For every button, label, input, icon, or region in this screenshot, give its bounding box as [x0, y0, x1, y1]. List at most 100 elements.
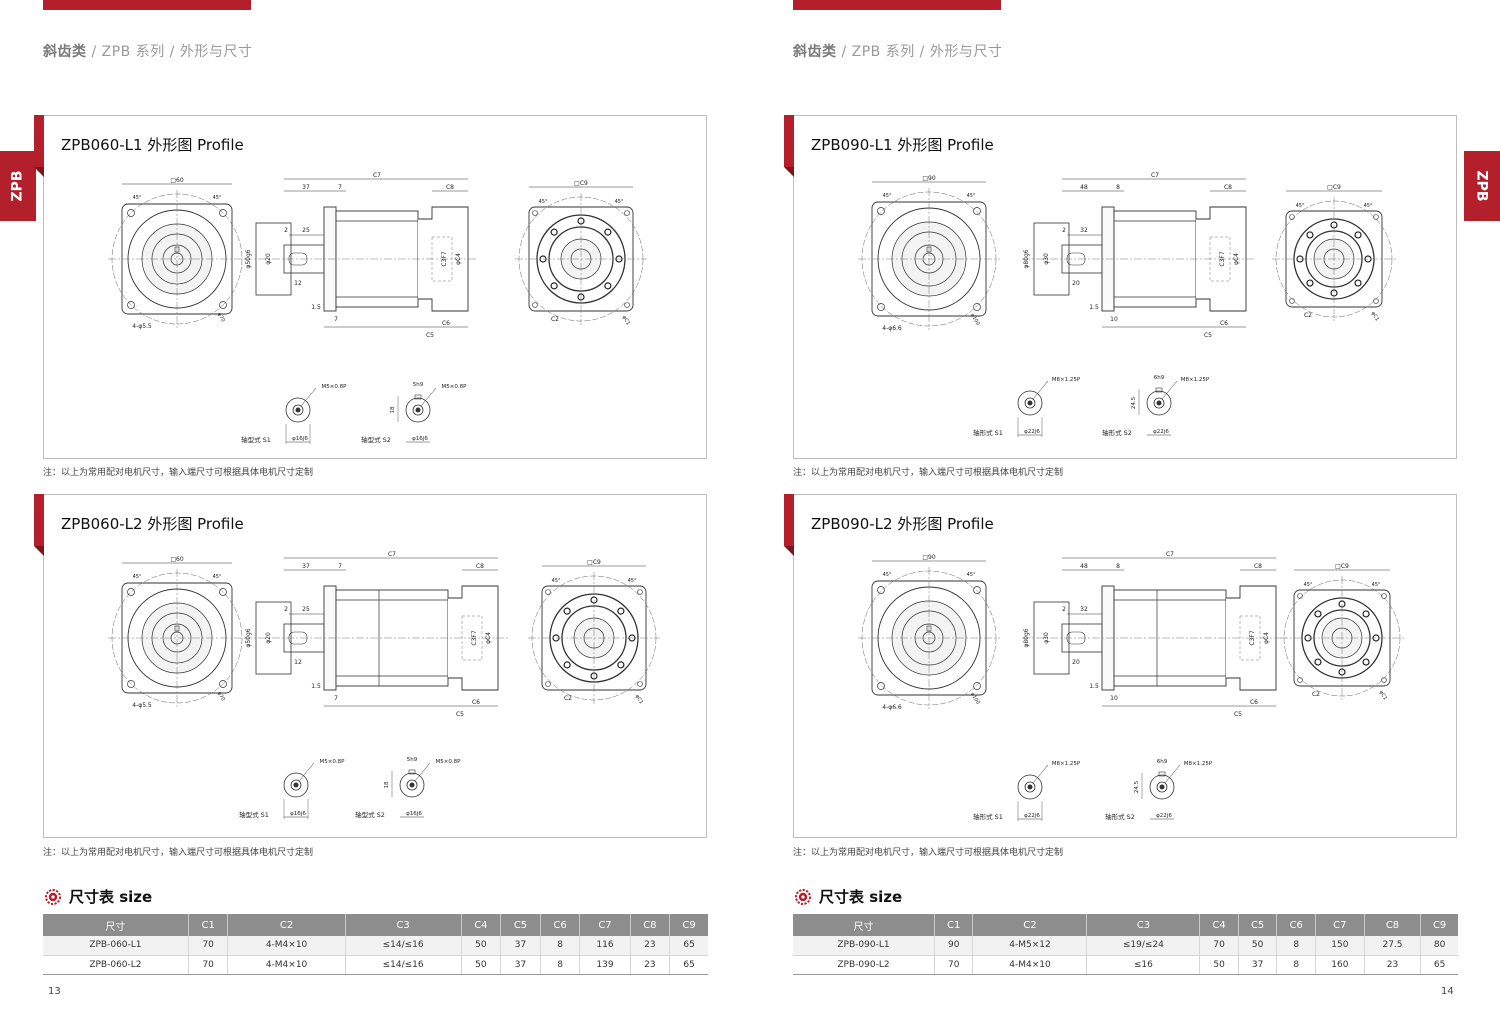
table-cell: 80 — [1420, 936, 1458, 956]
dim-label-c9: □C9 — [1335, 563, 1349, 570]
dim-label-s2_thread: M5×0.8P — [442, 384, 468, 390]
dim-label-c8: C8 — [476, 563, 484, 570]
dim-label-ang: 45° — [1296, 203, 1305, 209]
dim-label-s2_dia: φ22j6 — [1153, 429, 1169, 435]
size-table-header-c3: C3 — [345, 914, 462, 936]
size-table-header-c7: C7 — [1315, 914, 1365, 936]
dim-label-len2: 2 — [1062, 606, 1066, 613]
dim-label-d20: φ30 — [1043, 632, 1050, 644]
catalog-page-right: 斜齿类 / ZPB 系列 / 外形与尺寸 ZPB ZPB090-L1 外形图 P… — [750, 0, 1500, 1018]
size-table-header-c5: C5 — [500, 914, 541, 936]
dim-label-s1_thread: M5×0.8P — [320, 759, 346, 765]
dim-label-len2: 2 — [284, 227, 288, 234]
size-table-header-c3: C3 — [1086, 914, 1201, 936]
dim-label-s1_label: 轴形式 S1 — [973, 428, 1003, 437]
dim-label-c7: C7 — [388, 551, 396, 558]
breadcrumb-separator: / — [86, 44, 102, 60]
dim-label-c5: C5 — [426, 332, 434, 339]
dim-label-holes: 4-φ6.6 — [882, 704, 902, 711]
table-cell: 8 — [1276, 955, 1316, 975]
size-table-header-c9: C9 — [1420, 914, 1458, 936]
panel-title: ZPB090-L1 外形图 Profile — [811, 136, 994, 154]
dim-label-s2_dia: φ16j6 — [412, 436, 428, 442]
table-cell: 4-M4×10 — [227, 936, 346, 956]
table-cell: ≤14/≤16 — [345, 936, 462, 956]
size-table-heading: 尺寸表 size — [45, 886, 152, 907]
dim-label-c8: C8 — [1224, 184, 1232, 191]
dim-label-pcd: φ70 — [216, 691, 226, 702]
dim-label-c2: C2 — [551, 316, 559, 323]
table-cell: 8 — [540, 936, 581, 956]
page-number: 14 — [1441, 986, 1454, 997]
dim-label-c4: φC4 — [455, 253, 462, 265]
dim-label-s1_dia: φ22j6 — [1024, 813, 1040, 819]
size-table-header-c8: C8 — [630, 914, 671, 936]
dim-label-s2_h: 24.5 — [1131, 396, 1137, 409]
dim-label-ang: 45° — [552, 578, 561, 584]
table-cell: 50 — [1199, 955, 1239, 975]
dim-label-len25: 32 — [1080, 606, 1088, 613]
dim-label-ang: 45° — [967, 193, 976, 199]
table-cell: 23 — [1364, 955, 1422, 975]
dim-label-holes: 4-φ5.5 — [132, 702, 152, 709]
dim-label-front_sq: □60 — [170, 177, 183, 184]
table-cell: 4-M4×10 — [227, 955, 346, 975]
series-side-tab[interactable]: ZPB — [0, 151, 36, 221]
dim-label-pcd: φ100 — [969, 312, 981, 326]
dim-label-c5: C5 — [1234, 711, 1242, 718]
dim-label-c1: φC1 — [634, 694, 644, 706]
table-cell: 70 — [188, 955, 229, 975]
dim-label-c9: □C9 — [574, 180, 588, 187]
table-cell: ≤19/≤24 — [1086, 936, 1201, 956]
breadcrumb-path: ZPB 系列 / 外形与尺寸 — [851, 44, 1003, 60]
size-table-header-c6: C6 — [1276, 914, 1316, 936]
dim-label-c8: C8 — [446, 184, 454, 191]
table-cell: 65 — [669, 955, 708, 975]
dim-label-pcd: φ100 — [969, 691, 981, 705]
size-table-header-c9: C9 — [669, 914, 708, 936]
dim-label-s1_thread: M8×1.25P — [1052, 377, 1081, 383]
breadcrumb-separator: / — [836, 44, 852, 60]
dim-label-ang: 45° — [615, 199, 624, 205]
dim-label-len25: 25 — [302, 227, 310, 234]
dim-label-s2_dia: φ16j6 — [406, 811, 422, 817]
size-table-header-c2: C2 — [227, 914, 346, 936]
size-table-header-c5: C5 — [1238, 914, 1278, 936]
dim-label-ang: 45° — [213, 195, 222, 201]
dim-label-len37: 48 — [1080, 184, 1088, 191]
table-cell: 27.5 — [1364, 936, 1422, 956]
page-number: 13 — [48, 986, 61, 997]
table-cell: 70 — [934, 955, 974, 975]
panel-title: ZPB060-L1 外形图 Profile — [61, 136, 244, 154]
panel-corner-accent — [784, 494, 794, 556]
gear-icon — [45, 888, 61, 905]
table-cell: 4-M4×10 — [972, 955, 1088, 975]
breadcrumb: 斜齿类 / ZPB 系列 / 外形与尺寸 — [793, 41, 1002, 61]
series-side-tab[interactable]: ZPB — [1464, 151, 1500, 221]
panel-corner-accent — [34, 115, 44, 177]
dim-label-len7b: 10 — [1110, 695, 1118, 702]
dim-label-ang: 45° — [133, 195, 142, 201]
dim-label-s1_thread: M5×0.8P — [322, 384, 348, 390]
dim-label-len7b: 7 — [334, 695, 338, 702]
breadcrumb-category: 斜齿类 — [43, 44, 87, 60]
dim-label-c8: C8 — [1254, 563, 1262, 570]
